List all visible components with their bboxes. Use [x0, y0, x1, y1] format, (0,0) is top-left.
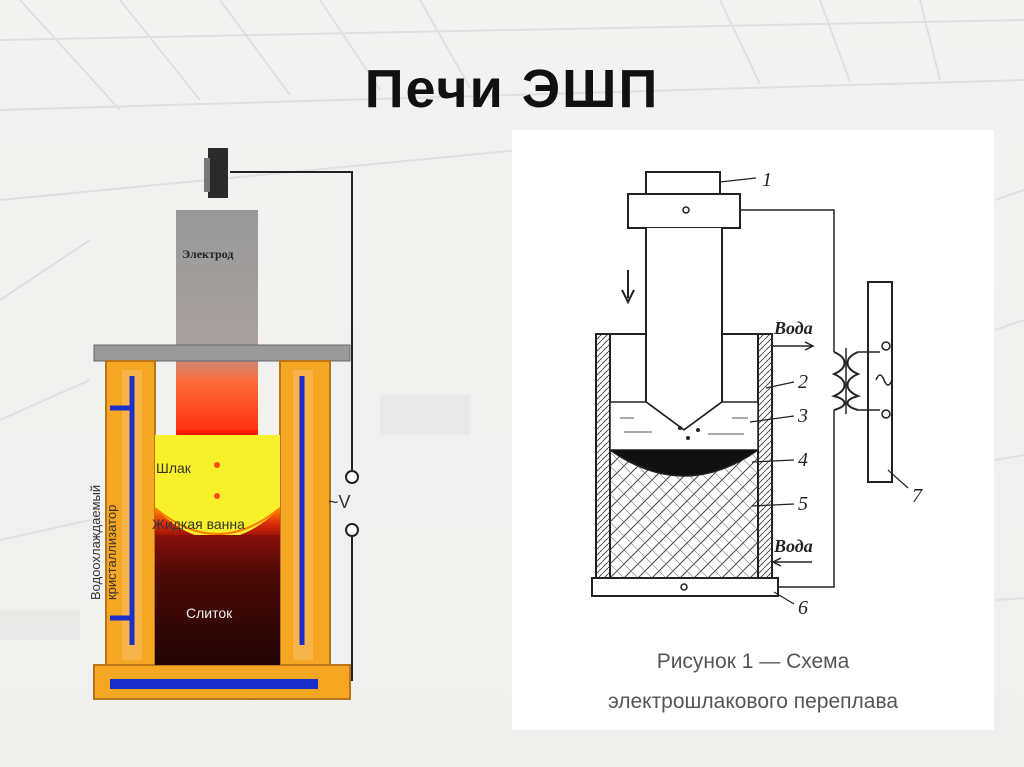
slide-title: Печи ЭШП	[364, 59, 660, 119]
crystallizer-label-line1: Водоохлаждаемый	[88, 485, 103, 600]
esr-figure-panel: 1 2 3 4 5 6 7 Вода Вода Рисунок 1 — Схем…	[512, 130, 994, 730]
label-7: 7	[912, 485, 923, 507]
label-6: 6	[798, 597, 808, 619]
power-label: ~V	[328, 492, 351, 512]
slag-droplet	[214, 493, 220, 499]
electrode-holder	[208, 148, 228, 198]
label-2: 2	[798, 371, 808, 393]
terminal-bottom	[345, 523, 359, 537]
label-5: 5	[798, 493, 808, 515]
terminal-top	[345, 470, 359, 484]
crystallizer-label-line2: кристаллизатор	[104, 505, 119, 600]
circuit-wire	[740, 209, 835, 588]
electrode-label: Электрод	[182, 247, 233, 261]
liquid-bath	[155, 508, 280, 539]
bath-label: Жидкая ванна	[152, 516, 245, 532]
slag-label: Шлак	[156, 460, 192, 476]
slag-layer	[155, 435, 280, 535]
slag-droplet	[214, 462, 220, 468]
esr-line-scheme: 1 2 3 4 5 6 7 Вода Вода	[591, 169, 923, 619]
figure-caption-line1: Рисунок 1 — Схема	[656, 650, 850, 673]
label-3: 3	[797, 405, 808, 427]
power-source	[867, 281, 893, 483]
ingot-label: Слиток	[186, 605, 233, 621]
water-out-label: Вода	[773, 318, 813, 338]
electrode	[176, 210, 258, 450]
esr-color-scheme: Электрод Шлак Жидкая ванна Слиток ~V Вод…	[88, 148, 359, 700]
electrode-clamp-top	[645, 171, 721, 195]
label-1: 1	[762, 169, 772, 191]
ingot-hatched	[609, 448, 759, 579]
mould-top-plate	[93, 344, 351, 362]
label-4: 4	[798, 449, 808, 471]
electrode-body	[645, 228, 723, 432]
water-in-label: Вода	[773, 536, 813, 556]
ingot	[155, 535, 280, 665]
figure-caption-line2: электрошлакового переплава	[607, 690, 899, 713]
